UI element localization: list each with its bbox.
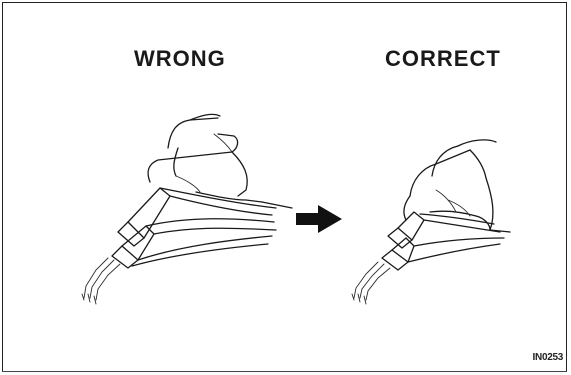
figure-id: IN0253 bbox=[533, 352, 563, 363]
direction-arrow bbox=[296, 205, 342, 233]
wrong-illustration bbox=[82, 114, 292, 304]
correct-illustration bbox=[352, 140, 510, 304]
